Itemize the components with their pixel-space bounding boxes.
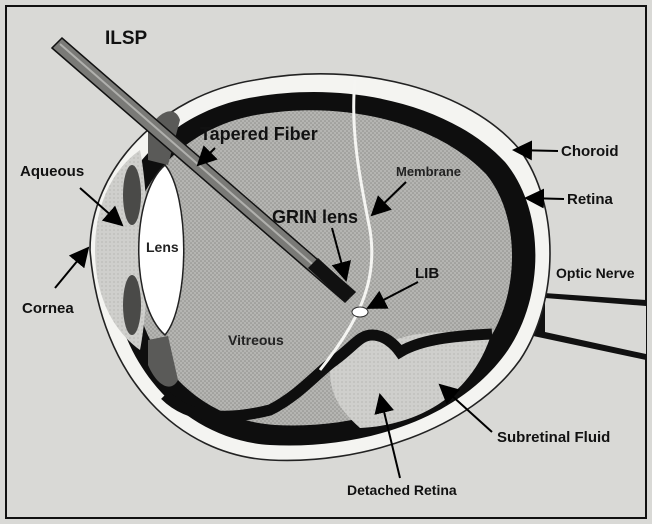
label-cornea: Cornea [22, 300, 74, 317]
label-subretinal-fluid: Subretinal Fluid [497, 429, 610, 446]
lib-spot [352, 307, 368, 317]
label-grin-lens: GRIN lens [272, 207, 358, 227]
iris-lower [123, 275, 141, 335]
label-detached-retina: Detached Retina [347, 482, 457, 498]
label-tapered-fiber: Tapered Fiber [200, 124, 318, 144]
label-membrane: Membrane [396, 164, 461, 179]
label-ilsp: ILSP [105, 28, 148, 49]
label-choroid: Choroid [561, 143, 619, 160]
label-lib: LIB [415, 265, 439, 282]
label-retina: Retina [567, 191, 614, 208]
arrow-choroid [514, 150, 558, 151]
label-lens: Lens [146, 239, 179, 255]
label-aqueous: Aqueous [20, 163, 84, 180]
iris-upper [123, 165, 141, 225]
label-optic-nerve: Optic Nerve [556, 265, 635, 281]
label-vitreous: Vitreous [228, 332, 284, 348]
arrow-cornea [55, 248, 88, 288]
arrow-retina [526, 198, 564, 199]
